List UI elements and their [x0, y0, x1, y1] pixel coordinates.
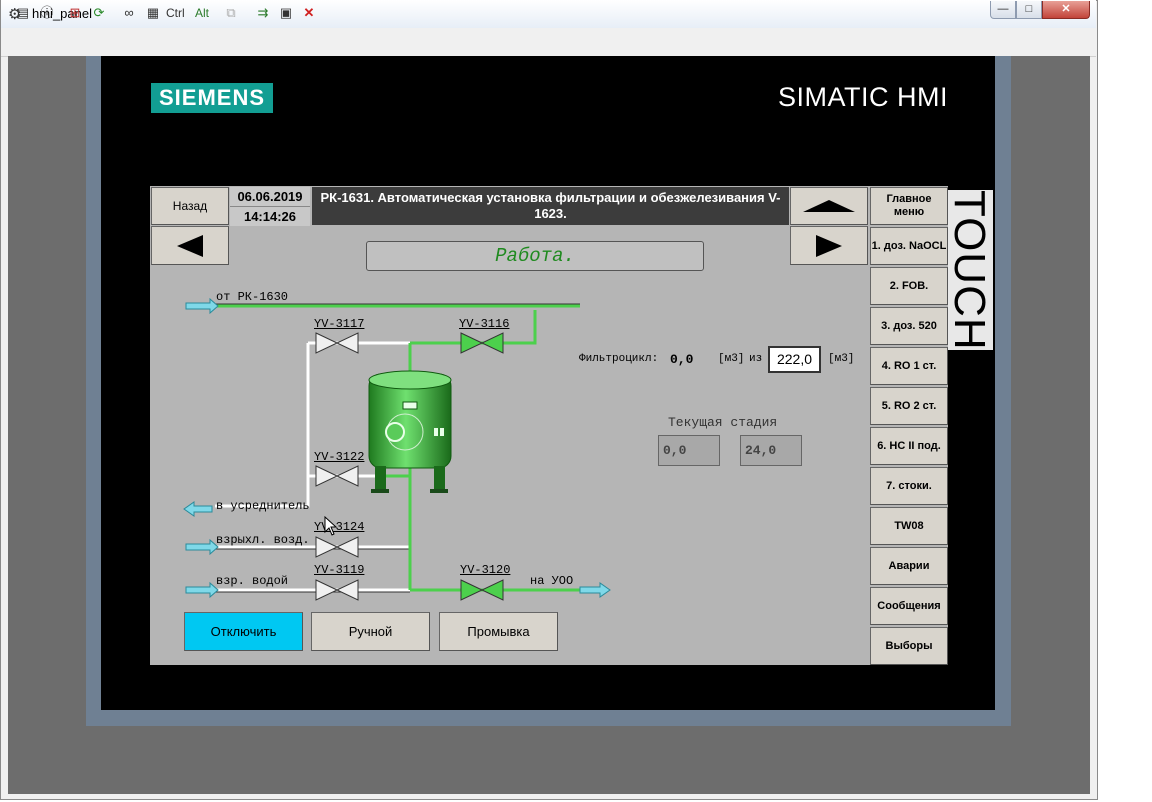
valve-yv3117[interactable] — [315, 332, 359, 354]
tag-yv3122: YV-3122 — [314, 450, 365, 464]
menu-ro1[interactable]: 4. RO 1 ст. — [870, 347, 948, 385]
menu-messages[interactable]: Сообщения — [870, 587, 948, 625]
maximize-button[interactable]: □ — [1016, 1, 1042, 19]
arrow-right-icon — [816, 234, 842, 257]
ctrl-button[interactable]: Ctrl — [166, 6, 185, 20]
refresh-icon[interactable]: ⟳ — [93, 5, 105, 20]
back-button[interactable]: Назад — [151, 187, 229, 225]
tag-yv3117: YV-3117 — [314, 317, 365, 331]
tag-yv3119: YV-3119 — [314, 563, 365, 577]
filter-cycle-current: 0,0 — [670, 352, 694, 367]
info-icon[interactable]: ⓘ — [40, 5, 54, 20]
product-name: SIMATIC HMI — [778, 82, 948, 112]
menu-naocl[interactable]: 1. доз. NaOCL — [870, 227, 948, 265]
off-button[interactable]: Отключить — [184, 612, 303, 651]
exit-icon[interactable]: ✕ — [303, 5, 315, 20]
toolbar — [1, 30, 1096, 57]
filter-tank[interactable] — [368, 370, 452, 493]
valve-yv3116[interactable] — [460, 332, 504, 354]
date-display: 06.06.2019 — [230, 187, 310, 206]
menu-alarms[interactable]: Аварии — [870, 547, 948, 585]
minimize-button[interactable]: — — [990, 1, 1016, 19]
link-icon[interactable]: ∞ — [124, 5, 134, 20]
window-title: hmi_panel — [32, 6, 92, 21]
filter-cycle-setpoint[interactable]: 222,0 — [768, 346, 821, 373]
alt-button[interactable]: Alt — [194, 6, 209, 20]
menu-selections[interactable]: Выборы — [870, 627, 948, 665]
tag-yv3124: YV-3124 — [314, 520, 365, 534]
grid-icon[interactable]: ▦ — [146, 5, 160, 20]
stage-total: 24,0 — [740, 435, 802, 466]
process-diagram — [183, 297, 611, 601]
properties-icon[interactable]: ▤ — [16, 5, 30, 20]
up-button[interactable] — [790, 187, 868, 225]
inlet-arrows — [183, 297, 611, 599]
previous-screen-button[interactable] — [151, 226, 229, 265]
valve-yv3119[interactable] — [315, 579, 359, 601]
filter-cycle-label: Фильтроцикл: — [579, 353, 659, 365]
tag-yv3116: YV-3116 — [459, 317, 510, 331]
menu-main[interactable]: Главное меню — [870, 187, 948, 225]
current-stage-label: Текущая стадия — [668, 415, 778, 430]
flush-button[interactable]: Промывка — [439, 612, 558, 651]
siemens-logo: SIEMENS — [151, 83, 273, 113]
filter-unit-current: [м3] — [718, 353, 745, 365]
tag-yv3120: YV-3120 — [460, 563, 511, 577]
menu-fob[interactable]: 2. FOB. — [870, 267, 948, 305]
menu-doz520[interactable]: 3. доз. 520 — [870, 307, 948, 345]
arrow-left-icon — [177, 234, 203, 257]
transfer-icon[interactable]: ⇉ — [257, 5, 269, 20]
screen-title: РК-1631. Автоматическая установка фильтр… — [312, 187, 789, 225]
menu-tw08[interactable]: TW08 — [870, 507, 948, 545]
menu-ns2[interactable]: 6. НС II под. — [870, 427, 948, 465]
label-water: взр. водой — [216, 574, 289, 588]
fit-icon[interactable]: ⊞ — [69, 5, 81, 20]
menu-drains[interactable]: 7. стоки. — [870, 467, 948, 505]
label-air: взрыхл. возд. — [216, 533, 310, 547]
label-to-uoo: на УОО — [530, 574, 574, 588]
filter-unit-setpoint: [м3] — [828, 353, 855, 365]
valve-yv3122[interactable] — [315, 465, 359, 487]
app-icon: ⚙ — [8, 6, 22, 23]
time-display: 14:14:26 — [230, 206, 310, 226]
stage-elapsed: 0,0 — [658, 435, 720, 466]
touch-text: TOUCH — [945, 190, 994, 351]
touch-label: TOUCH — [945, 190, 995, 351]
valve-yv3124[interactable] — [315, 536, 359, 558]
save-icon[interactable]: ▣ — [279, 5, 293, 20]
valve-yv3120[interactable] — [460, 579, 504, 601]
filter-of-label: из — [749, 353, 763, 365]
close-button[interactable]: ✕ — [1042, 1, 1090, 19]
copy-icon[interactable]: ⧉ — [226, 5, 236, 20]
arrow-up-icon — [803, 200, 855, 212]
menu-ro2[interactable]: 5. RO 2 ст. — [870, 387, 948, 425]
inactive-pipe-shadows — [215, 303, 580, 593]
status-display: Работа. — [366, 241, 704, 271]
label-from-rk: от РК-1630 — [216, 290, 289, 304]
label-to-equalizer: в усреднитель — [216, 499, 310, 513]
manual-button[interactable]: Ручной — [311, 612, 430, 651]
mouse-cursor-icon — [324, 516, 338, 536]
title-bar[interactable] — [1, 0, 1096, 28]
next-screen-button[interactable] — [790, 226, 868, 265]
